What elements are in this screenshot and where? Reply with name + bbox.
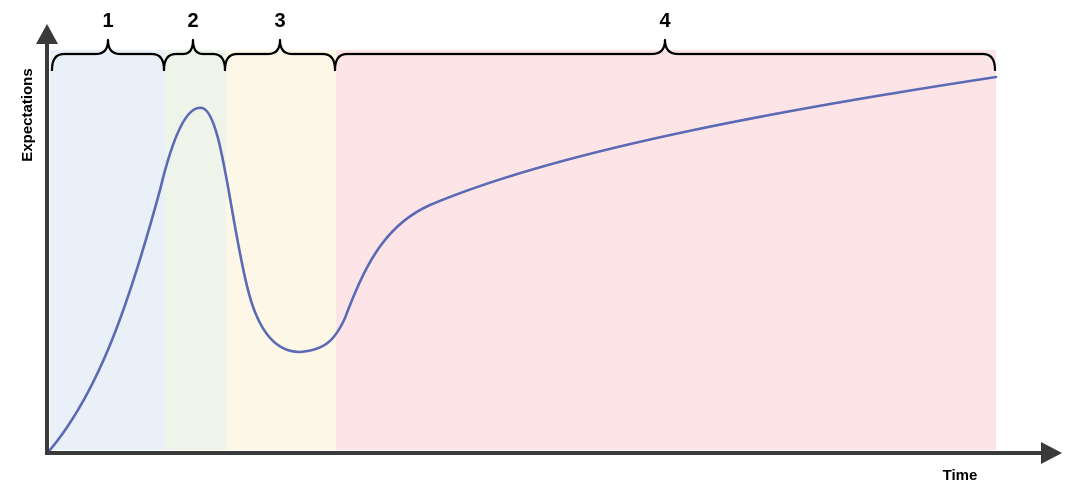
phase-3-brace [223, 38, 337, 72]
phase-4-label: 4 [659, 10, 671, 32]
axes [36, 24, 1062, 464]
phase-1-band [50, 50, 165, 450]
phase-bands [50, 50, 996, 450]
x-axis-arrow-icon [1041, 442, 1062, 464]
phase-4-brace [333, 38, 997, 72]
y-axis-arrow-icon [36, 24, 58, 44]
phase-1-brace [50, 38, 166, 72]
phase-3-label: 3 [274, 10, 285, 32]
phase-labels: 1 2 3 4 [102, 10, 671, 32]
phase-2-band [165, 50, 226, 450]
phase-1-label: 1 [102, 10, 113, 32]
phase-3-band [226, 50, 336, 450]
phase-braces [50, 38, 997, 72]
phase-2-brace [162, 38, 227, 72]
phase-4-band [336, 50, 996, 450]
x-axis-label: Time [943, 467, 978, 484]
expectations-curve [48, 75, 998, 452]
y-axis-label: Expectations [19, 68, 36, 161]
phase-2-label: 2 [187, 10, 198, 32]
